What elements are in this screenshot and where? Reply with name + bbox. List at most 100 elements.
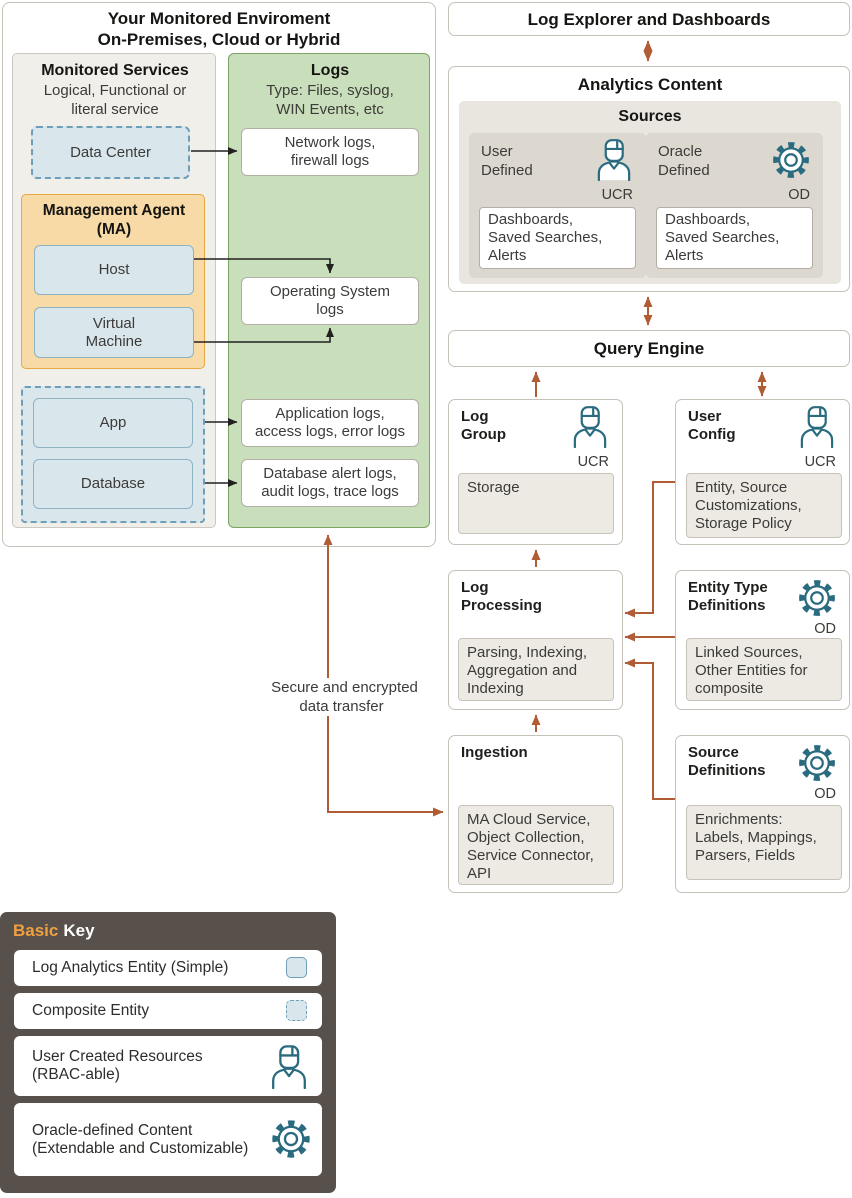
network-logs-box: Network logs, firewall logs	[241, 128, 419, 176]
key-simple-entity-label: Log Analytics Entity (Simple)	[32, 959, 229, 976]
sources-panel: Sources User Defined UCR Dashboards, Sav…	[459, 101, 841, 284]
analytics-content-title: Analytics Content	[577, 75, 723, 94]
logs-subheading: Type: Files, syslog, WIN Events, etc	[266, 82, 394, 118]
os-logs-box: Operating System logs	[241, 277, 419, 325]
app-entity: App	[33, 398, 193, 448]
secure-transfer-text: Secure and encrypted data transfer	[268, 678, 418, 716]
oracle-defined-panel: Oracle Defined OD Dashboards, Saved Sear…	[646, 133, 823, 278]
sources-heading: Sources	[618, 108, 682, 125]
host-label: Host	[98, 261, 130, 278]
key-composite-entity-label: Composite Entity	[32, 1002, 150, 1019]
database-entity: Database	[33, 459, 193, 509]
key-row-oracle-defined: Oracle-defined Content (Extendable and C…	[14, 1103, 322, 1176]
monitored-environment-title: Your Monitored Enviroment On-Premises, C…	[97, 9, 341, 49]
query-engine-title: Query Engine	[593, 339, 705, 358]
source-definitions-content-box: Enrichments: Labels, Mappings, Parsers, …	[686, 805, 842, 880]
source-definitions-box: Source Definitions OD Enrichments: Label…	[675, 735, 850, 893]
gear-icon	[769, 138, 813, 182]
ucr-badge: UCR	[804, 454, 836, 470]
log-processing-content-box: Parsing, Indexing, Aggregation and Index…	[458, 638, 614, 701]
oracle-defined-content-box: Dashboards, Saved Searches, Alerts	[656, 207, 813, 269]
virtual-machine-entity: Virtual Machine	[34, 307, 194, 358]
oracle-defined-heading: Oracle Defined	[658, 143, 710, 179]
ingestion-content-box: MA Cloud Service, Object Collection, Ser…	[458, 805, 614, 885]
key-user-created-label: User Created Resources (RBAC-able)	[32, 1048, 203, 1083]
user-defined-heading: User Defined	[481, 143, 533, 179]
database-logs-box: Database alert logs, audit logs, trace l…	[241, 459, 419, 507]
user-config-content-box: Entity, Source Customizations, Storage P…	[686, 473, 842, 538]
log-group-heading: Log Group	[461, 408, 506, 443]
person-icon	[597, 139, 631, 181]
application-logs-box: Application logs, access logs, error log…	[241, 399, 419, 447]
gear-icon	[795, 576, 839, 620]
od-badge: OD	[788, 187, 810, 203]
basic-key-heading-accent: Basic	[13, 921, 59, 940]
management-agent-panel: Management Agent (MA) Host Virtual Machi…	[21, 194, 205, 369]
query-engine-box: Query Engine	[448, 330, 850, 367]
log-processing-box: Log Processing Parsing, Indexing, Aggreg…	[448, 570, 623, 710]
app-label: App	[99, 414, 127, 431]
network-logs-label: Network logs, firewall logs	[284, 134, 376, 169]
monitored-services-subheading: Logical, Functional or literal service	[43, 82, 187, 118]
arrow-sourcedefs-to-logprocessing	[624, 658, 675, 800]
composite-entity-icon	[286, 1000, 307, 1021]
log-explorer-title: Log Explorer and Dashboards	[527, 10, 771, 29]
database-label: Database	[80, 475, 146, 492]
application-logs-label: Application logs, access logs, error log…	[254, 405, 406, 440]
key-row-simple-entity: Log Analytics Entity (Simple)	[14, 950, 322, 986]
ingestion-heading: Ingestion	[461, 744, 528, 761]
source-definitions-heading: Source Definitions	[688, 744, 766, 779]
data-center-label: Data Center	[70, 144, 151, 161]
logs-panel: Logs Type: Files, syslog, WIN Events, et…	[228, 53, 430, 528]
log-processing-heading: Log Processing	[461, 579, 542, 614]
ingestion-box: Ingestion MA Cloud Service, Object Colle…	[448, 735, 623, 893]
log-processing-content: Parsing, Indexing, Aggregation and Index…	[467, 644, 588, 697]
composite-entity-container: App Database	[21, 386, 205, 523]
log-group-content-box: Storage	[458, 473, 614, 534]
database-logs-label: Database alert logs, audit logs, trace l…	[261, 465, 399, 500]
log-group-content: Storage	[467, 479, 520, 496]
user-config-heading: User Config	[688, 408, 736, 443]
entity-type-definitions-box: Entity Type Definitions OD Linked Source…	[675, 570, 850, 710]
ingestion-content: MA Cloud Service, Object Collection, Ser…	[467, 811, 594, 882]
gear-icon	[268, 1116, 314, 1162]
secure-transfer-label: Secure and encrypted data transfer	[253, 659, 433, 716]
monitored-services-panel: Monitored Services Logical, Functional o…	[12, 53, 216, 528]
basic-key-heading-rest: Key	[63, 921, 95, 940]
ucr-badge: UCR	[577, 454, 609, 470]
data-center-entity: Data Center	[31, 126, 190, 179]
log-explorer-box: Log Explorer and Dashboards	[448, 2, 850, 36]
ucr-badge: UCR	[601, 187, 633, 203]
entity-type-definitions-content-box: Linked Sources, Other Entities for compo…	[686, 638, 842, 701]
person-icon	[573, 406, 607, 448]
user-defined-content: Dashboards, Saved Searches, Alerts	[488, 211, 603, 264]
person-icon	[272, 1045, 306, 1089]
od-badge: OD	[814, 621, 836, 637]
key-row-user-created: User Created Resources (RBAC-able)	[14, 1036, 322, 1096]
os-logs-label: Operating System logs	[269, 283, 391, 318]
source-definitions-content: Enrichments: Labels, Mappings, Parsers, …	[695, 811, 817, 864]
person-icon	[800, 406, 834, 448]
entity-type-definitions-content: Linked Sources, Other Entities for compo…	[695, 644, 808, 697]
user-defined-content-box: Dashboards, Saved Searches, Alerts	[479, 207, 636, 269]
host-entity: Host	[34, 245, 194, 295]
gear-icon	[795, 741, 839, 785]
user-defined-panel: User Defined UCR Dashboards, Saved Searc…	[469, 133, 646, 278]
od-badge: OD	[814, 786, 836, 802]
key-oracle-defined-label: Oracle-defined Content (Extendable and C…	[32, 1121, 249, 1157]
arrow-userconfig-to-logprocessing	[624, 481, 675, 618]
user-config-content: Entity, Source Customizations, Storage P…	[695, 479, 802, 532]
virtual-machine-label: Virtual Machine	[85, 314, 143, 350]
user-config-box: User Config UCR Entity, Source Customiza…	[675, 399, 850, 545]
monitored-services-heading: Monitored Services	[41, 62, 189, 79]
entity-type-definitions-heading: Entity Type Definitions	[688, 579, 768, 614]
analytics-content-box: Analytics Content Sources User Defined U…	[448, 66, 850, 292]
management-agent-heading: Management Agent (MA)	[42, 202, 186, 238]
log-group-box: Log Group UCR Storage	[448, 399, 623, 545]
oracle-defined-content: Dashboards, Saved Searches, Alerts	[665, 211, 780, 264]
logs-heading: Logs	[310, 62, 350, 79]
key-row-composite-entity: Composite Entity	[14, 993, 322, 1029]
